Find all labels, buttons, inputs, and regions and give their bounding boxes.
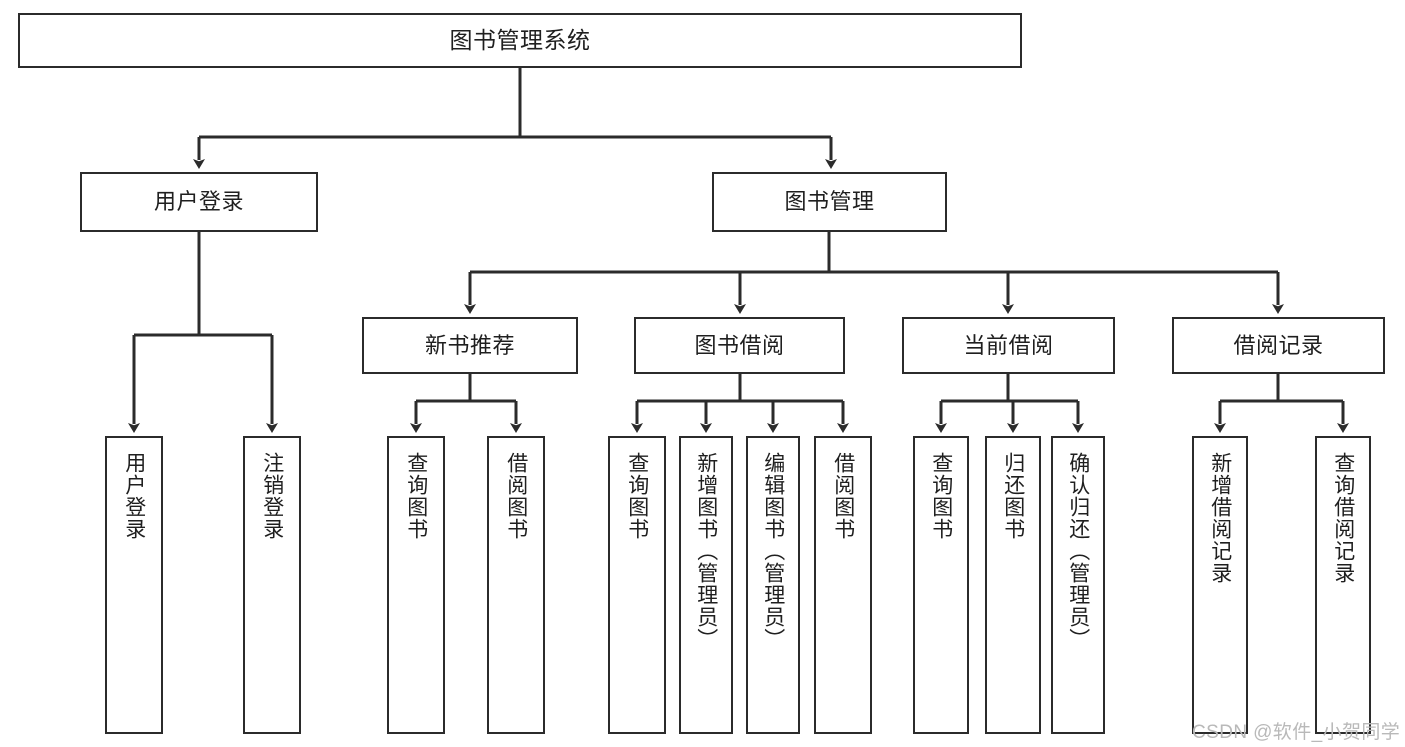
- node-leaf-add-book-admin[interactable]: 新增图书（管理员）: [679, 436, 733, 734]
- node-label: 用户登录: [122, 452, 146, 540]
- node-label: 查询图书: [625, 452, 649, 540]
- node-leaf-query-book-current[interactable]: 查询图书: [913, 436, 969, 734]
- node-label: 注销登录: [260, 452, 284, 540]
- node-leaf-user-login[interactable]: 用户登录: [105, 436, 163, 734]
- node-label: 新增借阅记录: [1208, 452, 1232, 584]
- csdn-watermark: CSDN @软件_小贺同学: [1192, 722, 1401, 743]
- node-book-management-system[interactable]: 图书管理系统: [18, 13, 1022, 68]
- node-leaf-query-book-borrow[interactable]: 查询图书: [608, 436, 666, 734]
- node-label: 查询借阅记录: [1331, 452, 1355, 584]
- node-leaf-edit-book-admin[interactable]: 编辑图书（管理员）: [746, 436, 800, 734]
- node-label: 用户登录: [153, 189, 244, 215]
- node-label: 确认归还（管理员）: [1066, 452, 1090, 650]
- node-label: 编辑图书（管理员）: [761, 452, 785, 650]
- node-leaf-add-borrow-record[interactable]: 新增借阅记录: [1192, 436, 1248, 734]
- node-user-login[interactable]: 用户登录: [80, 172, 318, 232]
- node-label: 图书管理系统: [449, 27, 591, 54]
- node-current-borrow[interactable]: 当前借阅: [902, 317, 1115, 374]
- node-label: 借阅记录: [1233, 332, 1324, 358]
- node-leaf-logout-login[interactable]: 注销登录: [243, 436, 301, 734]
- node-label: 当前借阅: [963, 332, 1054, 358]
- node-leaf-confirm-return-admin[interactable]: 确认归还（管理员）: [1051, 436, 1105, 734]
- node-new-book-recommend[interactable]: 新书推荐: [362, 317, 578, 374]
- node-label: 新增图书（管理员）: [694, 452, 718, 650]
- node-leaf-query-borrow-record[interactable]: 查询借阅记录: [1315, 436, 1371, 734]
- node-label: 新书推荐: [424, 332, 515, 358]
- node-book-borrow[interactable]: 图书借阅: [634, 317, 845, 374]
- node-leaf-query-book-recommend[interactable]: 查询图书: [387, 436, 445, 734]
- node-leaf-borrow-book-recommend[interactable]: 借阅图书: [487, 436, 545, 734]
- node-label: 借阅图书: [504, 452, 528, 540]
- node-leaf-return-book[interactable]: 归还图书: [985, 436, 1041, 734]
- node-label: 图书借阅: [694, 332, 785, 358]
- node-leaf-borrow-book[interactable]: 借阅图书: [814, 436, 872, 734]
- node-label: 借阅图书: [831, 452, 855, 540]
- node-label: 查询图书: [929, 452, 953, 540]
- node-label: 归还图书: [1001, 452, 1025, 540]
- node-book-management[interactable]: 图书管理: [712, 172, 947, 232]
- node-label: 图书管理: [784, 189, 875, 215]
- node-borrow-record[interactable]: 借阅记录: [1172, 317, 1385, 374]
- node-label: 查询图书: [404, 452, 428, 540]
